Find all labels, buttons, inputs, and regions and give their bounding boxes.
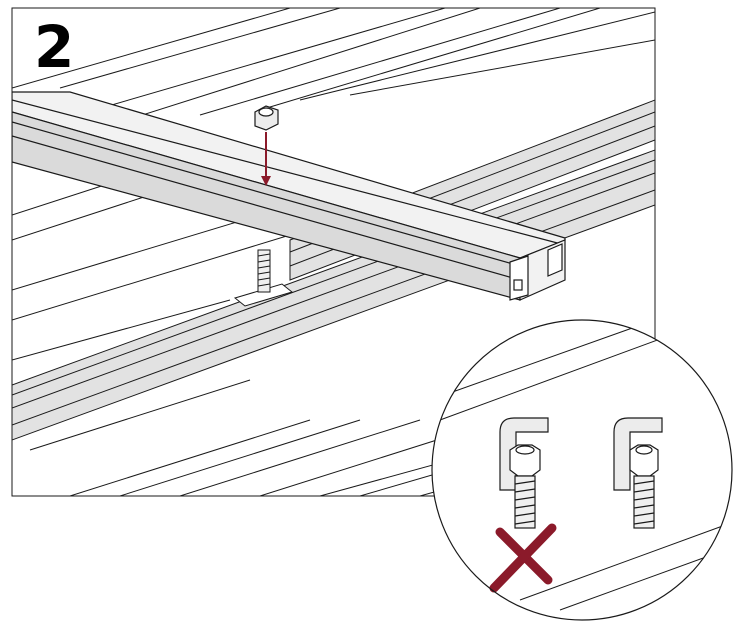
panel-border — [11, 7, 656, 497]
cross-mark-icon — [489, 523, 557, 593]
correct-mount-detail — [613, 417, 663, 529]
hex-nut-icon — [254, 105, 279, 131]
incorrect-mount-detail — [499, 417, 549, 529]
rail-profile — [12, 91, 566, 301]
threaded-bolt-icon — [257, 249, 271, 293]
roof-panel-scene — [12, 8, 655, 496]
step-number: 2 — [34, 13, 75, 81]
down-arrow-icon — [261, 132, 271, 186]
detail-magnifier — [431, 319, 733, 621]
